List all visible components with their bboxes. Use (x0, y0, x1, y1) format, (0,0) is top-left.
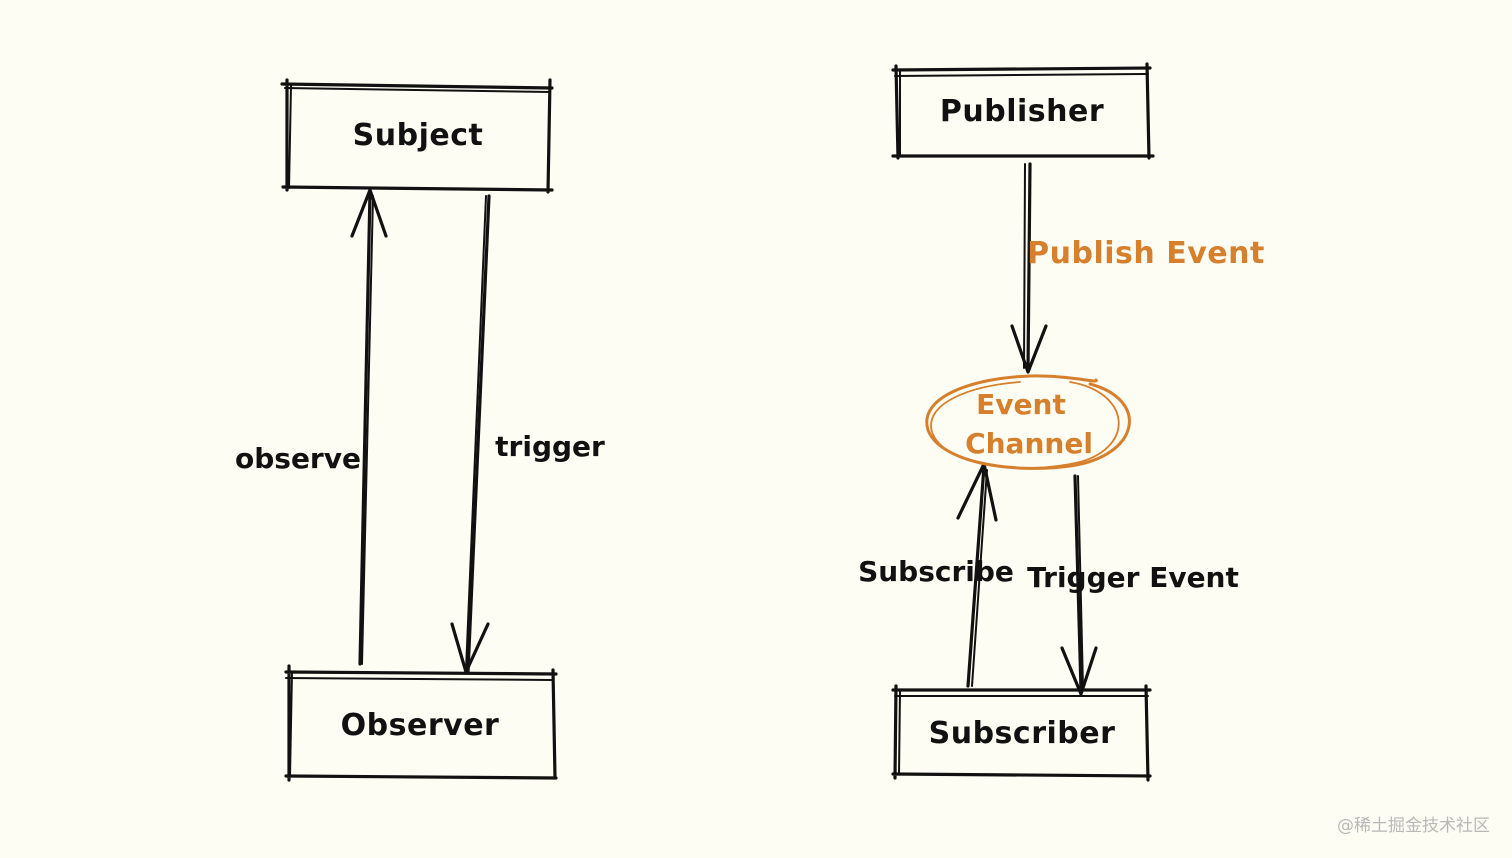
subscriber-label: Subscriber (929, 716, 1116, 751)
trigger-label: trigger (495, 430, 605, 463)
publisher-label: Publisher (940, 94, 1104, 129)
event-channel-label-line1: Event (976, 388, 1066, 421)
subscriber-box (891, 684, 1152, 782)
observer-box (284, 664, 558, 782)
subject-label: Subject (353, 118, 484, 153)
trigger-arrow (450, 194, 491, 674)
event-channel-label-line2: Channel (965, 427, 1093, 460)
event-channel-ellipse (925, 374, 1131, 470)
publish-event-arrow (1010, 162, 1048, 374)
observer-label: Observer (341, 708, 500, 743)
trigger-event-arrow (1060, 474, 1098, 696)
subject-box (280, 78, 554, 194)
publisher-box (891, 62, 1155, 160)
subscribe-label: Subscribe (858, 555, 1014, 588)
observe-label: observe (235, 442, 361, 475)
trigger-event-label: Trigger Event (1027, 561, 1239, 594)
observe-arrow (350, 188, 388, 666)
watermark: @稀土掘金技术社区 (1337, 816, 1490, 836)
publish-event-label: Publish Event (1027, 236, 1265, 271)
